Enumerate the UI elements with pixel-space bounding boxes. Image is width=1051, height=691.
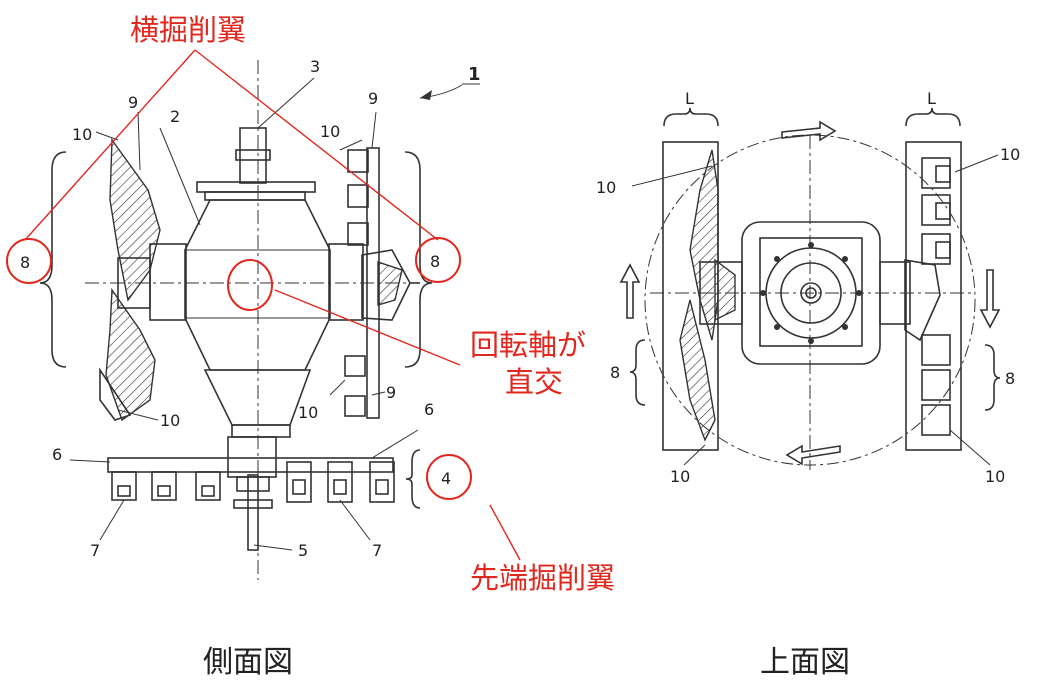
- caption-top-view: 上面図: [760, 645, 850, 680]
- top-label-8-b: 8: [1005, 369, 1015, 388]
- rotation-arrow-right: [979, 269, 1001, 329]
- side-view-drawing: [39, 60, 463, 580]
- label-9-a: 9: [128, 93, 138, 112]
- label-10-a: 10: [72, 125, 92, 144]
- label-8-b: 8: [430, 252, 440, 271]
- label-7-a: 7: [90, 541, 100, 560]
- label-6-a: 6: [52, 445, 62, 464]
- red-annotation-lines: [6, 49, 521, 561]
- label-1: 1: [468, 64, 481, 85]
- top-label-10-d: 10: [985, 467, 1005, 486]
- label-8-a: 8: [20, 253, 30, 272]
- label-7-b: 7: [372, 541, 382, 560]
- top-view-drawing: [619, 107, 1001, 470]
- top-label-10-c: 10: [670, 467, 690, 486]
- label-6-b: 6: [424, 400, 434, 419]
- top-label-L-a: L: [685, 89, 694, 108]
- annotation-axis-line1: 回転軸が: [470, 328, 586, 362]
- caption-side-view: 側面図: [203, 645, 293, 680]
- top-view-right-cutters: [921, 157, 951, 436]
- label-4: 4: [441, 469, 451, 488]
- label-3: 3: [310, 57, 320, 76]
- label-10-d: 10: [298, 403, 318, 422]
- rotation-arrow-bottom: [785, 444, 841, 466]
- label-10-b: 10: [320, 122, 340, 141]
- tip-wing-teeth: [111, 461, 395, 503]
- label-9-b: 9: [368, 89, 378, 108]
- top-label-10-b: 10: [1000, 145, 1020, 164]
- annotation-tip-wing: 先端掘削翼: [470, 561, 615, 595]
- label-10-c: 10: [160, 411, 180, 430]
- rotation-arrow-top: [781, 120, 837, 142]
- rotation-arrow-left: [619, 263, 641, 319]
- left-side-wing-lower: [105, 287, 156, 422]
- label-9-c: 9: [386, 383, 396, 402]
- top-label-L-b: L: [927, 89, 936, 108]
- annotation-axis-line2: 直交: [505, 365, 563, 399]
- left-side-wing-upper: [109, 137, 161, 302]
- top-label-10-a: 10: [596, 178, 616, 197]
- label-2: 2: [170, 107, 180, 126]
- annotation-side-wing: 横掘削翼: [130, 13, 246, 47]
- top-label-8-a: 8: [610, 363, 620, 382]
- label-5: 5: [298, 541, 308, 560]
- right-side-cutters: [344, 149, 369, 417]
